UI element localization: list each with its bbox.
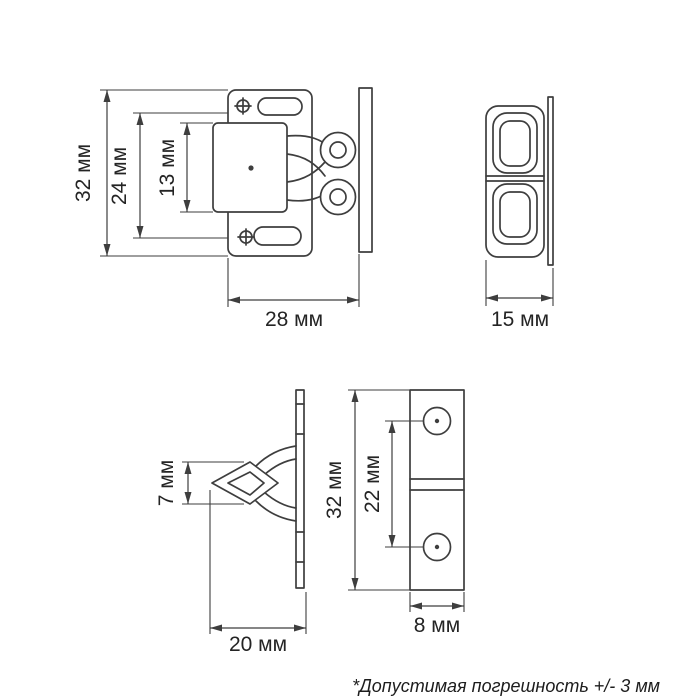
- door-panel-edge: [358, 87, 373, 253]
- screw-hole-top-cross: [234, 97, 252, 115]
- dim-label-length: 20 мм: [229, 633, 287, 656]
- side-roller-bottom: [492, 183, 538, 245]
- roller-bottom-outer: [319, 178, 357, 216]
- side-bracket-divider: [485, 175, 545, 182]
- housing-center-dot: [248, 165, 254, 171]
- roller-top-hub: [329, 141, 347, 159]
- strike-front-view: [409, 389, 465, 591]
- ext-line: [485, 260, 554, 306]
- strike-side-view: [211, 389, 305, 589]
- latch-side-dimensions: 15 мм: [485, 260, 554, 331]
- dim-label-body-height: 13 мм: [156, 139, 179, 197]
- dim-label-plate-height: 24 мм: [108, 147, 131, 205]
- dim-label-total-height: 32 мм: [72, 144, 95, 202]
- screw-slot-bottom: [253, 226, 302, 246]
- screw-hole-bottom-cross: [237, 228, 255, 246]
- dim-label-strike-width: 8 мм: [414, 614, 460, 637]
- side-roller-top-inner: [499, 120, 531, 167]
- ext-line: [133, 112, 228, 239]
- latch-front-dimensions: 32 мм 24 мм 13 мм 28 мм: [72, 89, 360, 331]
- tolerance-note: *Допустимая погрешность +/- 3 мм: [352, 676, 660, 696]
- strike-hole-bottom: [422, 532, 452, 562]
- strike-front-dimensions: 32 мм 22 мм 8 мм: [323, 389, 465, 637]
- ext-line: [180, 122, 213, 213]
- strike-bend-lines: [409, 478, 465, 491]
- ext-line: [209, 490, 307, 634]
- strike-hole-bottom-center: [434, 544, 440, 550]
- hook-arm-bottom: [255, 500, 297, 522]
- strike-hole-top: [422, 406, 452, 436]
- hook-arm-top-inner: [263, 458, 297, 476]
- spring-arm-lower-cross: [286, 161, 326, 183]
- dim-label-height: 32 мм: [323, 461, 346, 519]
- screw-slot-top: [257, 97, 303, 116]
- hook-arm-top: [255, 445, 297, 467]
- latch-side-view: [485, 96, 554, 266]
- strike-side-dimensions: 7 мм 20 мм: [155, 460, 307, 656]
- ext-line: [100, 89, 228, 257]
- strike-hole-top-center: [434, 418, 440, 424]
- side-panel-edge: [547, 96, 554, 266]
- strike-plate-hole-marks: [295, 403, 305, 563]
- side-roller-top: [492, 112, 538, 174]
- dim-label-hole-spacing: 22 мм: [361, 455, 384, 513]
- ext-line: [227, 254, 360, 307]
- dim-label-depth: 15 мм: [491, 308, 549, 331]
- spring-arm-upper-cross: [286, 153, 326, 177]
- hook-arm-bottom-inner: [263, 491, 297, 509]
- ext-line: [409, 592, 465, 612]
- roller-top-outer: [319, 131, 357, 169]
- hook-loop: [211, 461, 279, 505]
- dim-label-hook-height: 7 мм: [155, 460, 178, 506]
- latch-front-view: [212, 87, 373, 257]
- roller-bottom-hub: [329, 188, 347, 206]
- side-roller-bottom-inner: [499, 191, 531, 238]
- dim-label-width: 28 мм: [265, 308, 323, 331]
- strike-plate-profile: [295, 389, 305, 589]
- ext-line: [385, 420, 423, 548]
- ext-line: [182, 461, 244, 505]
